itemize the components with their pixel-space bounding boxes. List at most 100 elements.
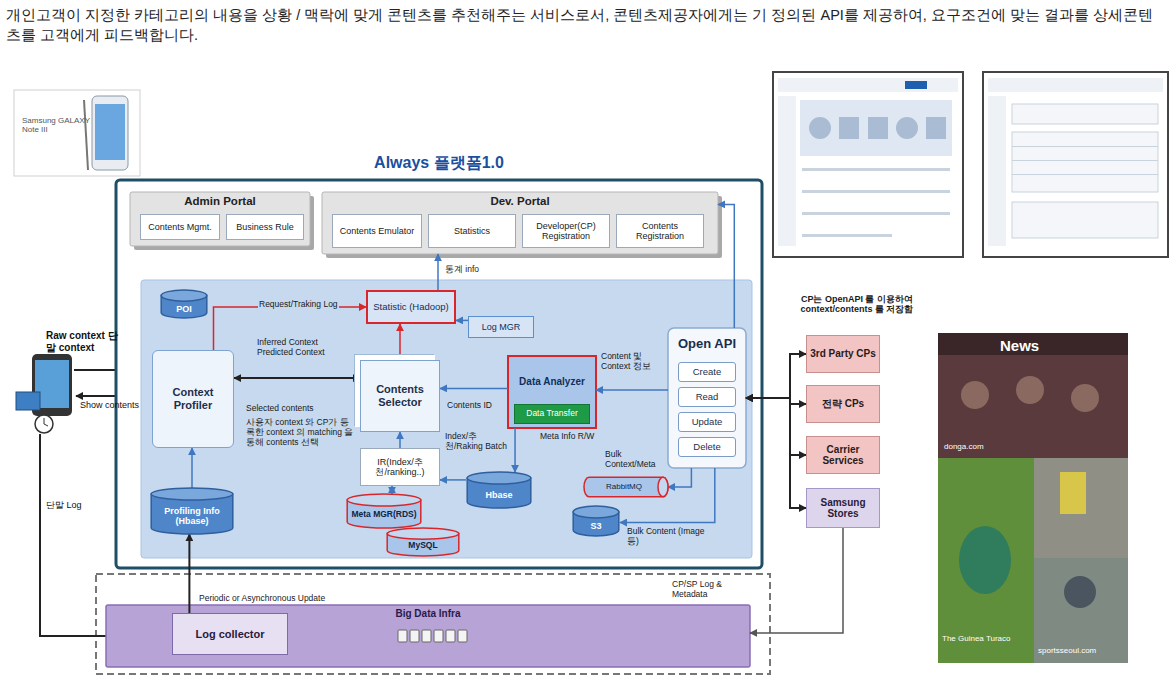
portal-screenshot bbox=[773, 72, 963, 257]
node-label: Delete bbox=[682, 442, 732, 453]
note-label: CP/SP Log & Metadata bbox=[672, 580, 758, 600]
connector bbox=[746, 398, 806, 455]
node-label: Context Profiler bbox=[156, 386, 230, 411]
node-label: Statistics bbox=[432, 226, 512, 236]
connector bbox=[437, 254, 439, 290]
database-cylinder: S3 bbox=[572, 506, 620, 536]
node-label: IR(Index/추천/ranking..) bbox=[364, 457, 436, 478]
edge-label: Periodic or Asynchronous Update bbox=[198, 594, 326, 604]
edge-label-wrap: Bulk Content (Image 등) bbox=[626, 527, 710, 548]
group-heading: Dev. Portal bbox=[322, 192, 718, 208]
screenshot-line bbox=[802, 234, 892, 237]
clock-hands bbox=[44, 418, 48, 426]
device-frame bbox=[14, 90, 140, 176]
connector bbox=[746, 354, 806, 398]
screenshot-line bbox=[802, 168, 950, 171]
container-box bbox=[106, 605, 750, 667]
node-label: Update bbox=[682, 417, 732, 428]
container-box bbox=[668, 328, 746, 468]
node-label: Developer(CP) Registration bbox=[526, 221, 606, 242]
dashed-boundary bbox=[96, 574, 770, 674]
node-label: Hbase bbox=[469, 490, 529, 500]
node-label: Create bbox=[682, 367, 732, 378]
node-label: Statistic (Hadoop) bbox=[371, 302, 451, 313]
screenshot-icon bbox=[868, 117, 888, 139]
partner-box: Samsung Stores bbox=[806, 488, 880, 528]
news-photo bbox=[938, 333, 1128, 458]
node-label: S3 bbox=[575, 521, 617, 531]
node-label: 3rd Party CPs bbox=[810, 348, 876, 360]
screenshot-icon bbox=[896, 117, 918, 139]
screenshot-icon bbox=[839, 117, 859, 139]
label-wrap: 단말 Log bbox=[46, 500, 96, 510]
edge-label: Contents ID bbox=[446, 401, 493, 411]
database-cylinder: Hbase bbox=[466, 472, 532, 508]
label-wrap: 사용자 context 와 CP가 등록한 context 의 matching… bbox=[246, 418, 354, 447]
screenshot-header bbox=[988, 78, 1163, 92]
node-label: Log MGR bbox=[472, 322, 530, 332]
connector bbox=[750, 528, 843, 633]
note-label: 사용자 context 와 CP가 등록한 context 의 matching… bbox=[246, 418, 354, 447]
node-label: Contents Mgmt. bbox=[144, 222, 216, 232]
api-button: Create bbox=[678, 362, 736, 382]
node-label: Contents Registration bbox=[620, 221, 700, 242]
node-label: Data Transfer bbox=[518, 409, 586, 419]
container-box bbox=[508, 356, 596, 428]
connector bbox=[596, 389, 668, 391]
database-cylinder: POI bbox=[160, 290, 208, 318]
container-box bbox=[130, 192, 310, 246]
label-wrap: donga.com bbox=[944, 442, 1024, 451]
news-photo-figure bbox=[1071, 384, 1099, 412]
edge-label-wrap: Periodic or Asynchronous Update bbox=[198, 587, 363, 605]
group-box: Dev. PortalContents Emulator Statistics De… bbox=[322, 192, 718, 254]
edge-label-wrap: Contents ID bbox=[446, 394, 504, 412]
connector bbox=[440, 388, 508, 390]
node-label: Contents Emulator bbox=[336, 226, 418, 236]
screenshot-row bbox=[1012, 160, 1158, 161]
connector bbox=[191, 448, 193, 488]
connector bbox=[514, 428, 516, 472]
edge-label: 통계 info bbox=[444, 265, 480, 275]
database-cylinder: Profiling Info (Hbase) bbox=[150, 488, 234, 534]
database-cylinder: Meta MGR(RDS) bbox=[346, 494, 422, 528]
node-label: Read bbox=[682, 392, 732, 403]
edge-label-wrap: 통계 info bbox=[444, 258, 504, 276]
group-heading: Open API bbox=[668, 328, 746, 352]
process-box: Context Profiler bbox=[152, 350, 234, 448]
connector bbox=[746, 398, 806, 508]
title-wrap: 개인고객이 지정한 카테고리의 내용을 상황 / 맥락에 맞게 콘텐츠를 추천해… bbox=[6, 6, 1166, 45]
tile-figure bbox=[1060, 472, 1086, 514]
edge-label: Content 및 Context 정보 bbox=[600, 352, 666, 372]
screenshot-icon bbox=[809, 117, 831, 139]
connector bbox=[399, 432, 401, 448]
label-wrap: Raw context 단말 context bbox=[46, 330, 126, 353]
group-box: Big Data InfraLog collector bbox=[106, 605, 750, 667]
process-box: Contents Emulator bbox=[332, 214, 422, 248]
group-box: Open API CreateReadUpdateDelete bbox=[668, 328, 746, 468]
node-label: Log collector bbox=[176, 628, 284, 641]
screenshot-line bbox=[802, 212, 950, 215]
screenshot-panel bbox=[1012, 202, 1158, 238]
news-photo-baseball bbox=[1034, 558, 1128, 663]
process-box: Contents Registration bbox=[616, 214, 704, 248]
news-photo-bird bbox=[938, 458, 1034, 663]
edge-label-wrap: Content 및 Context 정보 bbox=[600, 352, 666, 373]
edge-label: Inferred Context Predicted Context bbox=[256, 338, 348, 358]
note-label: News bbox=[1000, 337, 1070, 354]
api-button: Update bbox=[678, 412, 736, 432]
group-box: Admin PortalContents Mgmt.Business Rule bbox=[130, 192, 310, 246]
api-button: Delete bbox=[678, 437, 736, 457]
cylinder-top bbox=[387, 528, 459, 539]
label-wrap: Show contents bbox=[80, 400, 152, 410]
server-icon bbox=[434, 630, 443, 642]
device-image-box: Samsung GALAXY Note III bbox=[14, 90, 140, 176]
screenshot-line bbox=[802, 190, 950, 193]
label-wrap: Selected contents bbox=[246, 404, 336, 414]
api-button: Read bbox=[678, 387, 736, 407]
note-label: sportsseoul.com bbox=[1038, 646, 1126, 655]
server-icon bbox=[410, 630, 419, 642]
group-heading: Always 플랫폼1.0 bbox=[116, 154, 762, 172]
connector bbox=[399, 324, 401, 360]
node-label: Samsung Stores bbox=[810, 497, 876, 520]
